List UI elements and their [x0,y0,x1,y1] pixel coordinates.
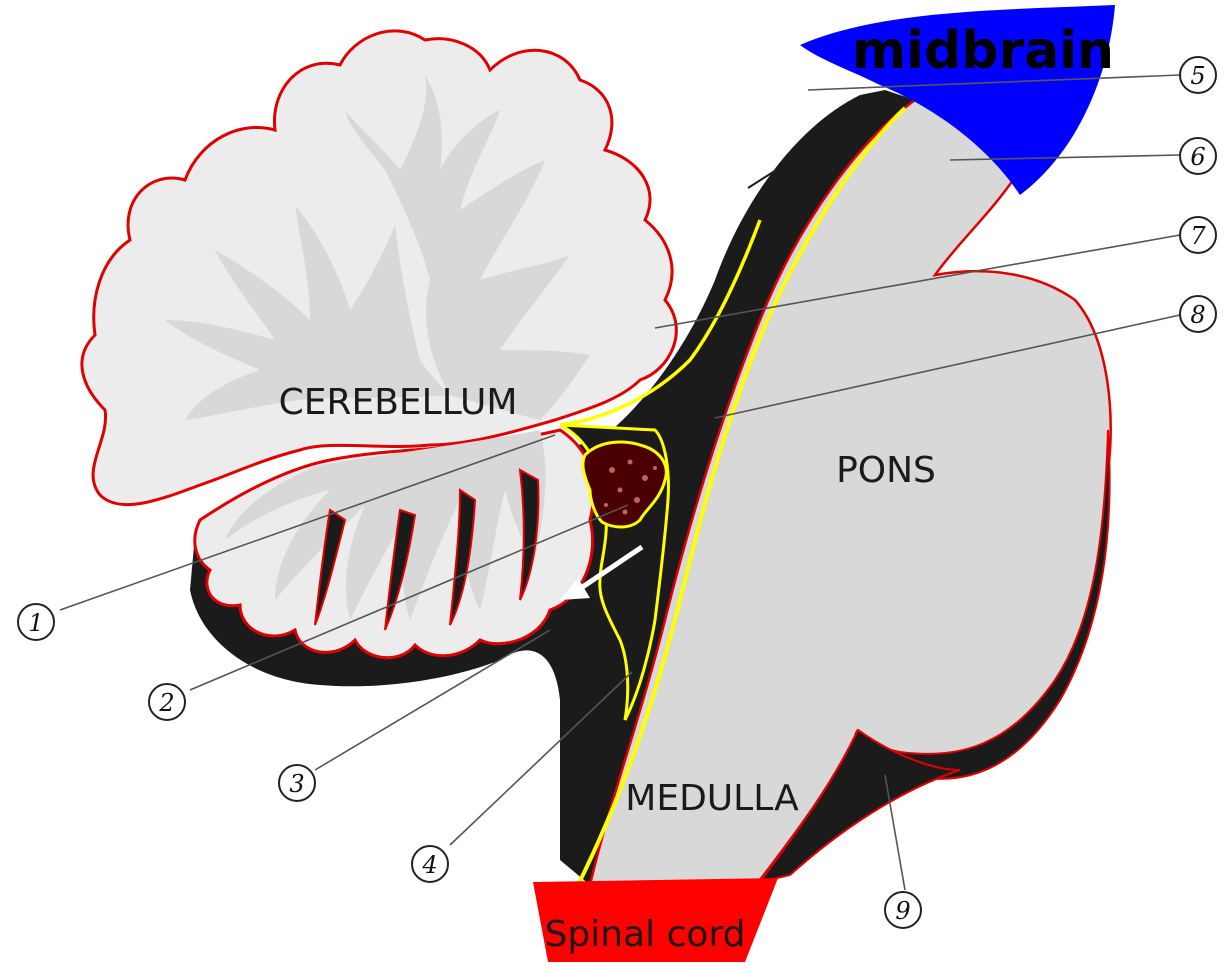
callout-3-text: 3 [289,770,304,798]
cerebellum [82,31,676,658]
callout-1: 1 [18,604,54,640]
callout-7: 7 [1180,217,1216,253]
callout-1-text: 1 [28,609,43,637]
callout-8: 8 [1180,296,1216,332]
callout-4: 4 [412,846,448,882]
callout-2: 2 [149,684,185,720]
callout-4-text: 4 [421,851,437,879]
callout-9: 9 [885,892,921,928]
pons-label: PONS [836,450,936,491]
spinal-cord-label: Spinal cord [545,914,746,955]
midbrain-label: midbrain [852,21,1114,81]
callout-9-text: 9 [895,897,910,925]
callout-8-text: 8 [1190,301,1205,329]
cerebellum-label: CEREBELLUM [279,382,518,423]
callout-3: 3 [279,765,315,801]
callout-6-text: 6 [1190,143,1205,171]
callout-5: 5 [1180,57,1216,93]
callout-6: 6 [1180,138,1216,174]
callout-5-text: 5 [1190,62,1205,90]
callout-2-text: 2 [158,689,174,717]
medulla-label: MEDULLA [625,778,799,819]
callout-7-text: 7 [1190,222,1206,250]
